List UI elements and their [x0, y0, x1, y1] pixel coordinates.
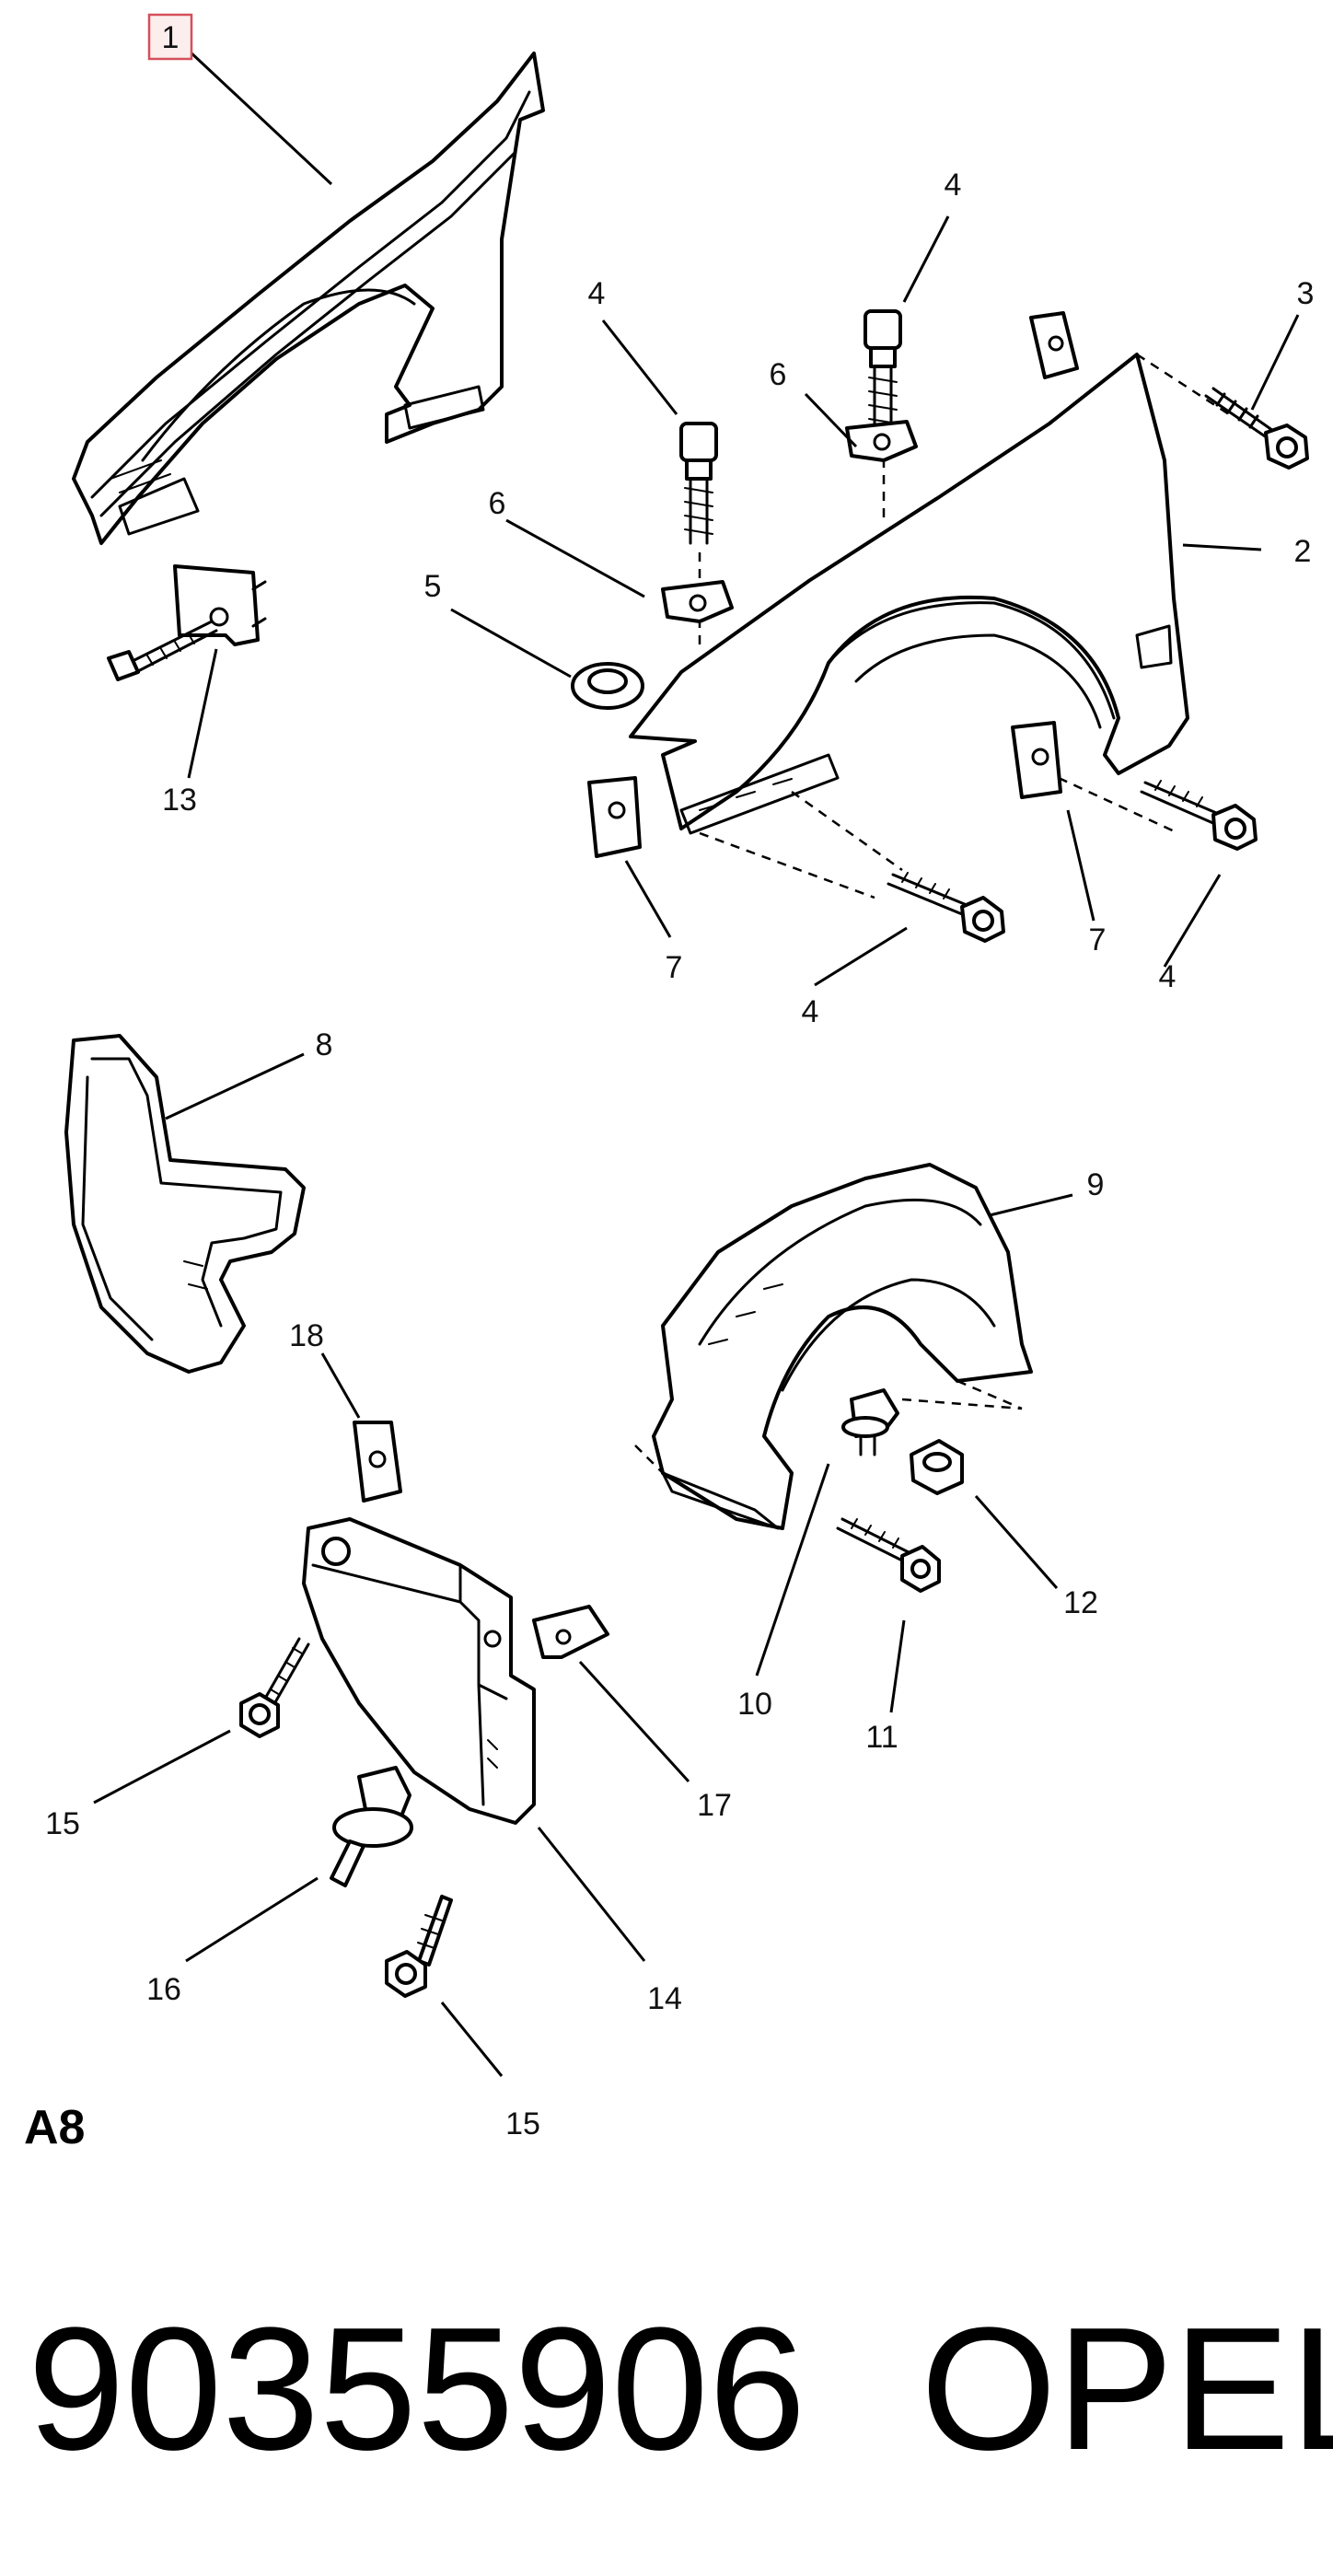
part-3-bolt — [1204, 387, 1309, 470]
part-6-nut-lower — [661, 580, 734, 623]
callout-label: 2 — [1294, 534, 1312, 569]
leader-lines — [93, 49, 1300, 2077]
section-label: A8 — [24, 2101, 85, 2154]
callout-label: 17 — [697, 1788, 732, 1823]
part-8-mud-flap — [64, 1034, 306, 1374]
part-12-nut — [910, 1439, 964, 1495]
part-7-clip-top — [1029, 311, 1079, 379]
callout-label: 8 — [316, 1027, 333, 1062]
callout-label: 1 — [162, 20, 180, 55]
part-4-bolt-bottom — [887, 872, 1005, 943]
part-4-clip-left — [679, 422, 718, 644]
callout-label: 16 — [146, 1972, 181, 2007]
callout-label: 12 — [1063, 1585, 1098, 1620]
callout-label: 6 — [770, 357, 787, 392]
part-5-grommet — [571, 662, 644, 710]
callout-1-box — [147, 13, 193, 61]
part-13-bracket-screw — [107, 564, 267, 681]
part-11-screw — [836, 1517, 941, 1593]
part-number: 90355906 — [28, 2292, 806, 2487]
part-4-bolt-right — [1140, 780, 1258, 851]
callout-label: 4 — [802, 994, 819, 1029]
part-1-fender-left — [72, 52, 545, 545]
part-16-push-rivet — [330, 1766, 413, 1887]
callout-label: 4 — [1159, 959, 1177, 994]
callout-label: 11 — [865, 1720, 898, 1755]
callout-label: 15 — [505, 2106, 540, 2141]
callout-label: 10 — [737, 1687, 772, 1722]
part-4-clip-top — [864, 309, 902, 520]
callout-label: 5 — [424, 569, 442, 604]
part-9-wheel-liner — [634, 1163, 1033, 1530]
callout-label: 9 — [1087, 1167, 1105, 1202]
part-14-splash-shield — [302, 1517, 536, 1825]
part-18-clip — [353, 1421, 402, 1503]
part-15-screw-upper — [239, 1637, 310, 1738]
part-6-nut-upper — [845, 420, 918, 462]
callout-label: 4 — [588, 276, 606, 311]
part-2-fender-right — [629, 353, 1230, 899]
callout-label: 13 — [162, 783, 197, 818]
callout-label: 3 — [1297, 276, 1315, 311]
callout-label: 15 — [45, 1806, 80, 1841]
part-15-screw-lower — [385, 1895, 453, 1998]
part-7-clip-left — [587, 776, 642, 858]
part-7-clip-right — [1011, 721, 1062, 799]
callout-label: 7 — [666, 950, 683, 985]
part-10-push-rivet — [841, 1388, 899, 1456]
callout-label: 4 — [945, 168, 962, 203]
callout-label: 14 — [647, 1981, 682, 2016]
brand-name: OPEL — [921, 2292, 1333, 2487]
callout-label: 7 — [1089, 922, 1107, 957]
callout-label: 6 — [489, 486, 506, 521]
part-17-clip — [532, 1605, 609, 1659]
callout-label: 18 — [289, 1318, 324, 1353]
